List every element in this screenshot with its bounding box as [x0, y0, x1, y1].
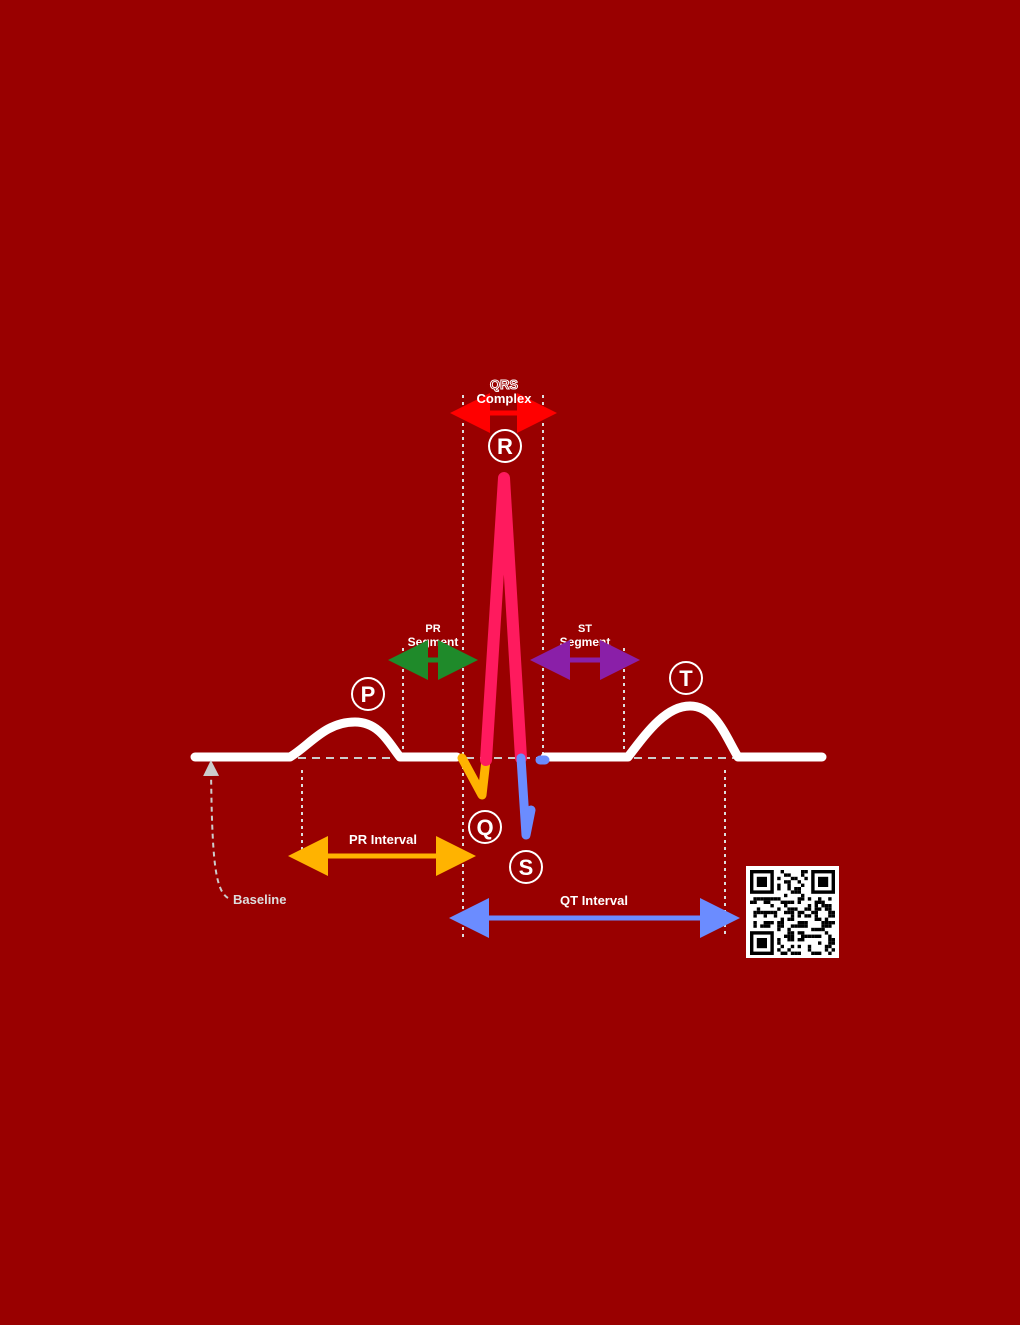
st-segment-label-line2: Segment: [560, 635, 611, 649]
wave-q-letter: Q: [476, 815, 493, 840]
ecg-trace: [190, 701, 827, 762]
wave-t-letter: T: [679, 666, 693, 691]
wave-p-marker: P: [351, 677, 385, 711]
pr-segment-label-line2: Segment: [408, 635, 459, 649]
wave-q-marker: Q: [468, 810, 502, 844]
pr-segment-label-line1: PR: [425, 623, 440, 635]
qr-code-icon: [746, 866, 839, 958]
wave-t-marker: T: [669, 661, 703, 695]
wave-r-circle: [488, 429, 522, 463]
wave-p-circle: [351, 677, 385, 711]
q-wave-segment: [457, 753, 491, 800]
baseline-pointer-arrow: [203, 760, 229, 899]
qrs-title: QRS: [490, 377, 519, 392]
qrs-subtitle: Complex: [477, 391, 533, 406]
wave-r-marker: R: [488, 429, 522, 463]
wave-q-circle: [468, 810, 502, 844]
wave-t-circle: [669, 661, 703, 695]
r-wave-segment: [480, 472, 527, 766]
wave-p-letter: P: [361, 682, 376, 707]
wave-r-letter: R: [497, 434, 513, 459]
s-wave-segment: [516, 753, 550, 840]
qt-interval-label: QT Interval: [560, 893, 628, 908]
wave-s-circle: [509, 850, 543, 884]
baseline-label: Baseline: [233, 892, 286, 907]
wave-s-marker: S: [509, 850, 543, 884]
wave-s-letter: S: [519, 855, 534, 880]
st-segment-label-line1: ST: [578, 623, 592, 635]
pr-interval-label: PR Interval: [349, 832, 417, 847]
qr-code-modules: [750, 870, 835, 955]
